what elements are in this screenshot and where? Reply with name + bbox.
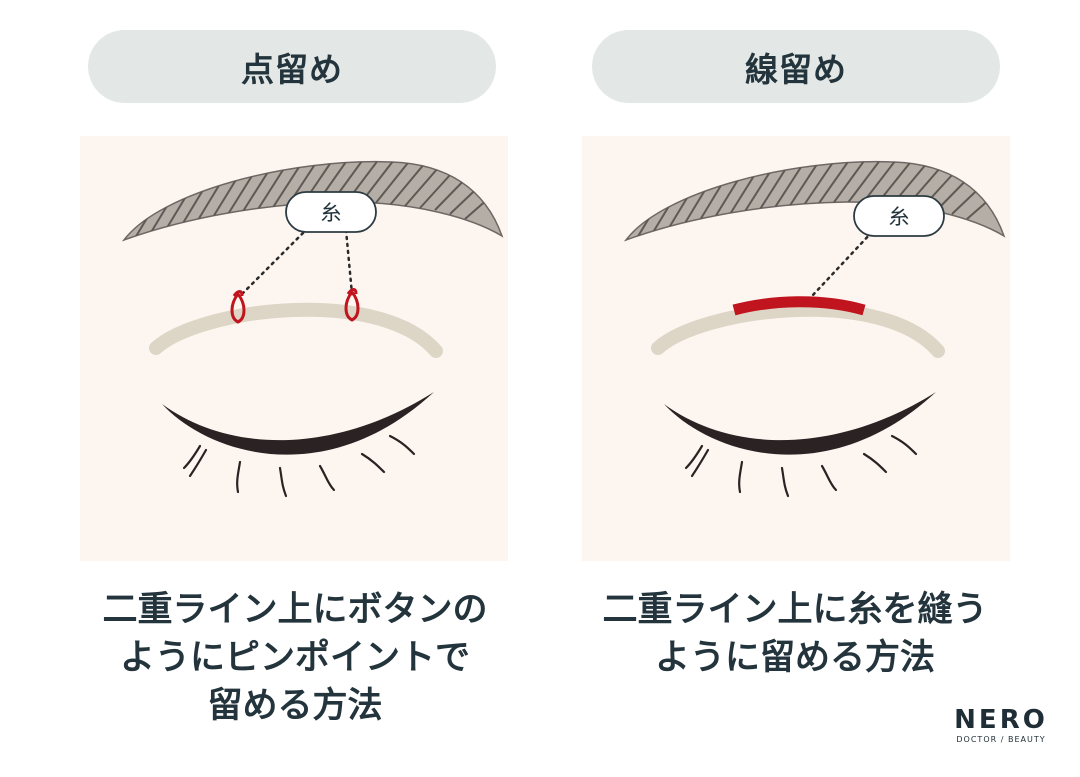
closed-eye-lid xyxy=(664,392,936,455)
title-pill-point-fixation: 点留め xyxy=(88,30,496,103)
double-eyelid-crease xyxy=(149,302,443,358)
leader-line-2 xyxy=(344,228,354,296)
double-eyelid-crease xyxy=(651,302,945,358)
thread-tag-bubble xyxy=(285,191,377,233)
thread-tag-label: 糸 xyxy=(320,201,342,225)
eyelashes xyxy=(182,434,416,498)
title-point-fixation: 点留め xyxy=(241,49,343,89)
thread-knot-2 xyxy=(344,288,360,322)
eyebrow xyxy=(623,160,1006,242)
caption-line: ように留める方法 xyxy=(654,638,935,678)
logo-wordmark: NERO xyxy=(954,705,1048,735)
eye-illustration-point xyxy=(121,160,504,498)
caption-line: 二重ライン上にボタンの xyxy=(102,590,488,630)
thread-tag-bubble xyxy=(853,195,945,237)
thread-line-segment xyxy=(732,296,866,316)
title-line-fixation: 線留め xyxy=(745,49,847,89)
thread-tag-label: 糸 xyxy=(888,205,910,229)
caption-line: ようにピンポイントで xyxy=(119,638,470,678)
thread-knot-1 xyxy=(230,290,246,324)
caption-line-fixation: 二重ライン上に糸を縫う ように留める方法 xyxy=(540,586,1050,682)
closed-eye-lid xyxy=(162,392,434,455)
eye-illustration-line xyxy=(623,160,1006,498)
caption-line: 留める方法 xyxy=(207,686,383,726)
leader-line-1 xyxy=(238,226,310,298)
brand-logo: NERO DOCTOR / BEAUTY xyxy=(948,706,1054,746)
logo-subtitle: DOCTOR / BEAUTY xyxy=(956,735,1046,744)
leader-line xyxy=(810,230,874,298)
caption-point-fixation: 二重ライン上にボタンの ようにピンポイントで 留める方法 xyxy=(40,586,550,730)
eyelashes xyxy=(684,434,918,498)
title-pill-line-fixation: 線留め xyxy=(592,30,1000,103)
illustration-point-fixation: 糸 xyxy=(80,136,508,561)
caption-line: 二重ライン上に糸を縫う xyxy=(602,590,988,630)
illustration-line-fixation: 糸 xyxy=(582,136,1010,561)
